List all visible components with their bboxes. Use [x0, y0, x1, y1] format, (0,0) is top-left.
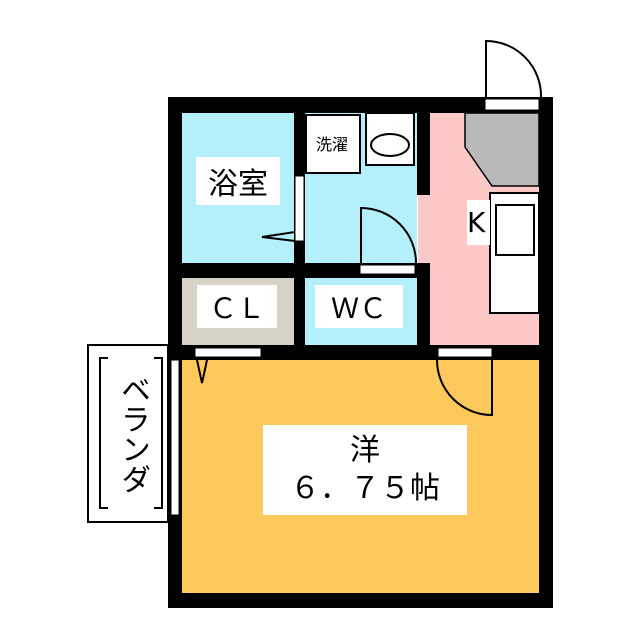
bath-door	[294, 175, 305, 242]
laundry-pan	[305, 114, 361, 174]
western-room-label: 洋 ６．７５帖	[263, 425, 467, 515]
toilet-label: ＷＣ	[315, 285, 403, 328]
closet-door-marker	[196, 359, 208, 384]
veranda-bracket-right	[154, 357, 163, 509]
closet-opening	[194, 347, 262, 358]
bath-label: 浴室	[196, 157, 280, 205]
western-room-size: ６．７５帖	[290, 471, 440, 506]
veranda-window	[170, 359, 180, 516]
washbasin-bowl	[370, 133, 410, 157]
room-door	[436, 359, 493, 417]
entrance-door	[485, 39, 543, 98]
laundry-label: 洗濯	[315, 135, 348, 154]
entrance-opening	[484, 98, 540, 111]
kitchen-room-opening	[437, 347, 493, 358]
bath-door-marker	[261, 231, 296, 242]
closet-label: ＣＬ	[197, 285, 277, 328]
toilet-opening	[359, 264, 416, 275]
veranda	[87, 344, 169, 523]
veranda-bracket-left	[99, 357, 108, 509]
veranda-label: ベランダ	[115, 374, 150, 494]
kitchen-label: K	[467, 200, 490, 245]
sink-basin	[495, 204, 535, 256]
toilet-door	[360, 206, 417, 264]
western-room-name: 洋	[350, 433, 380, 468]
